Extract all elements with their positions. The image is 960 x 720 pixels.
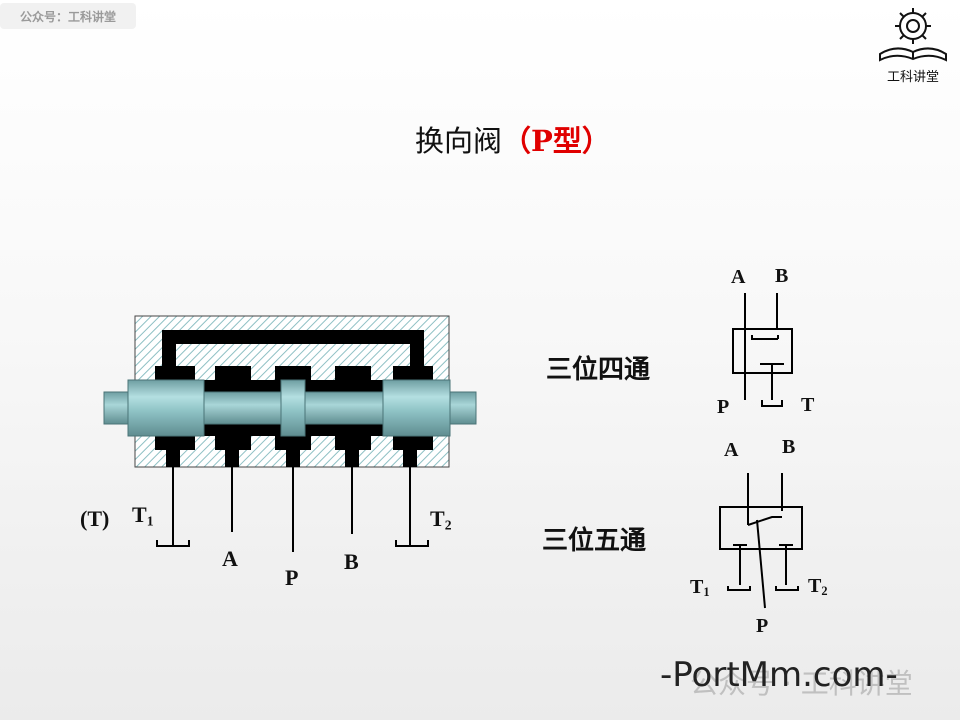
- port-label-t1-letter: T: [132, 502, 147, 527]
- watermark-bottom: -PortMm.com-: [660, 655, 898, 695]
- port-label-t1-sub: 1: [146, 513, 154, 529]
- port-label-t-paren: (T): [80, 506, 110, 531]
- port-label-p: P: [285, 565, 299, 590]
- gear-book-icon: [879, 8, 947, 62]
- title-type: P型: [531, 124, 582, 158]
- symbol-5way-name: 三位五通: [542, 526, 647, 556]
- title-main: 换向阀: [415, 124, 503, 158]
- symbol-5way-port-t2: T2: [808, 575, 828, 599]
- symbol-4way-port-t: T: [801, 394, 815, 416]
- symbol-5way-port-t1-letter: T: [690, 576, 704, 598]
- symbol-4way-port-a: A: [731, 266, 746, 288]
- symbol-5way-port-t2-letter: T: [808, 575, 822, 597]
- symbol-4way-name: 三位四通: [546, 355, 651, 385]
- spool-land-left: [127, 379, 205, 437]
- port-label-t2-sub: 2: [444, 517, 452, 533]
- symbol-5way-port-b: B: [782, 436, 796, 458]
- port-label-t2-letter: T: [430, 506, 445, 531]
- title-paren-open: （: [502, 124, 532, 158]
- symbol-5way-port-t2-sub: 2: [821, 584, 828, 599]
- symbol-5way-port-t1-sub: 1: [703, 585, 710, 600]
- symbol-5way: [719, 473, 803, 609]
- port-label-a: A: [222, 546, 238, 571]
- port-label-t2: T2: [430, 506, 452, 533]
- symbol-5way-port-p: P: [756, 615, 769, 637]
- symbol-5way-port-a: A: [724, 439, 739, 461]
- port-label-b: B: [344, 549, 359, 574]
- symbol-4way-port-p: P: [717, 396, 730, 418]
- watermark-top: 公众号：工科讲堂: [0, 3, 136, 29]
- watermark-bottom-faint: 公众号 · 工科讲堂: [690, 667, 913, 700]
- spool-land-right: [382, 379, 451, 437]
- symbol-4way: [732, 293, 793, 407]
- spool-land-middle: [280, 379, 306, 437]
- symbol-4way-port-b: B: [775, 265, 789, 287]
- symbol-5way-port-t1: T1: [690, 576, 710, 600]
- port-lines: [156, 467, 429, 552]
- port-label-t1: T1: [132, 502, 154, 529]
- logo-label: 工科讲堂: [886, 70, 939, 85]
- title-paren-close: ）: [581, 124, 611, 158]
- page-title: 换向阀（P型）: [415, 118, 611, 160]
